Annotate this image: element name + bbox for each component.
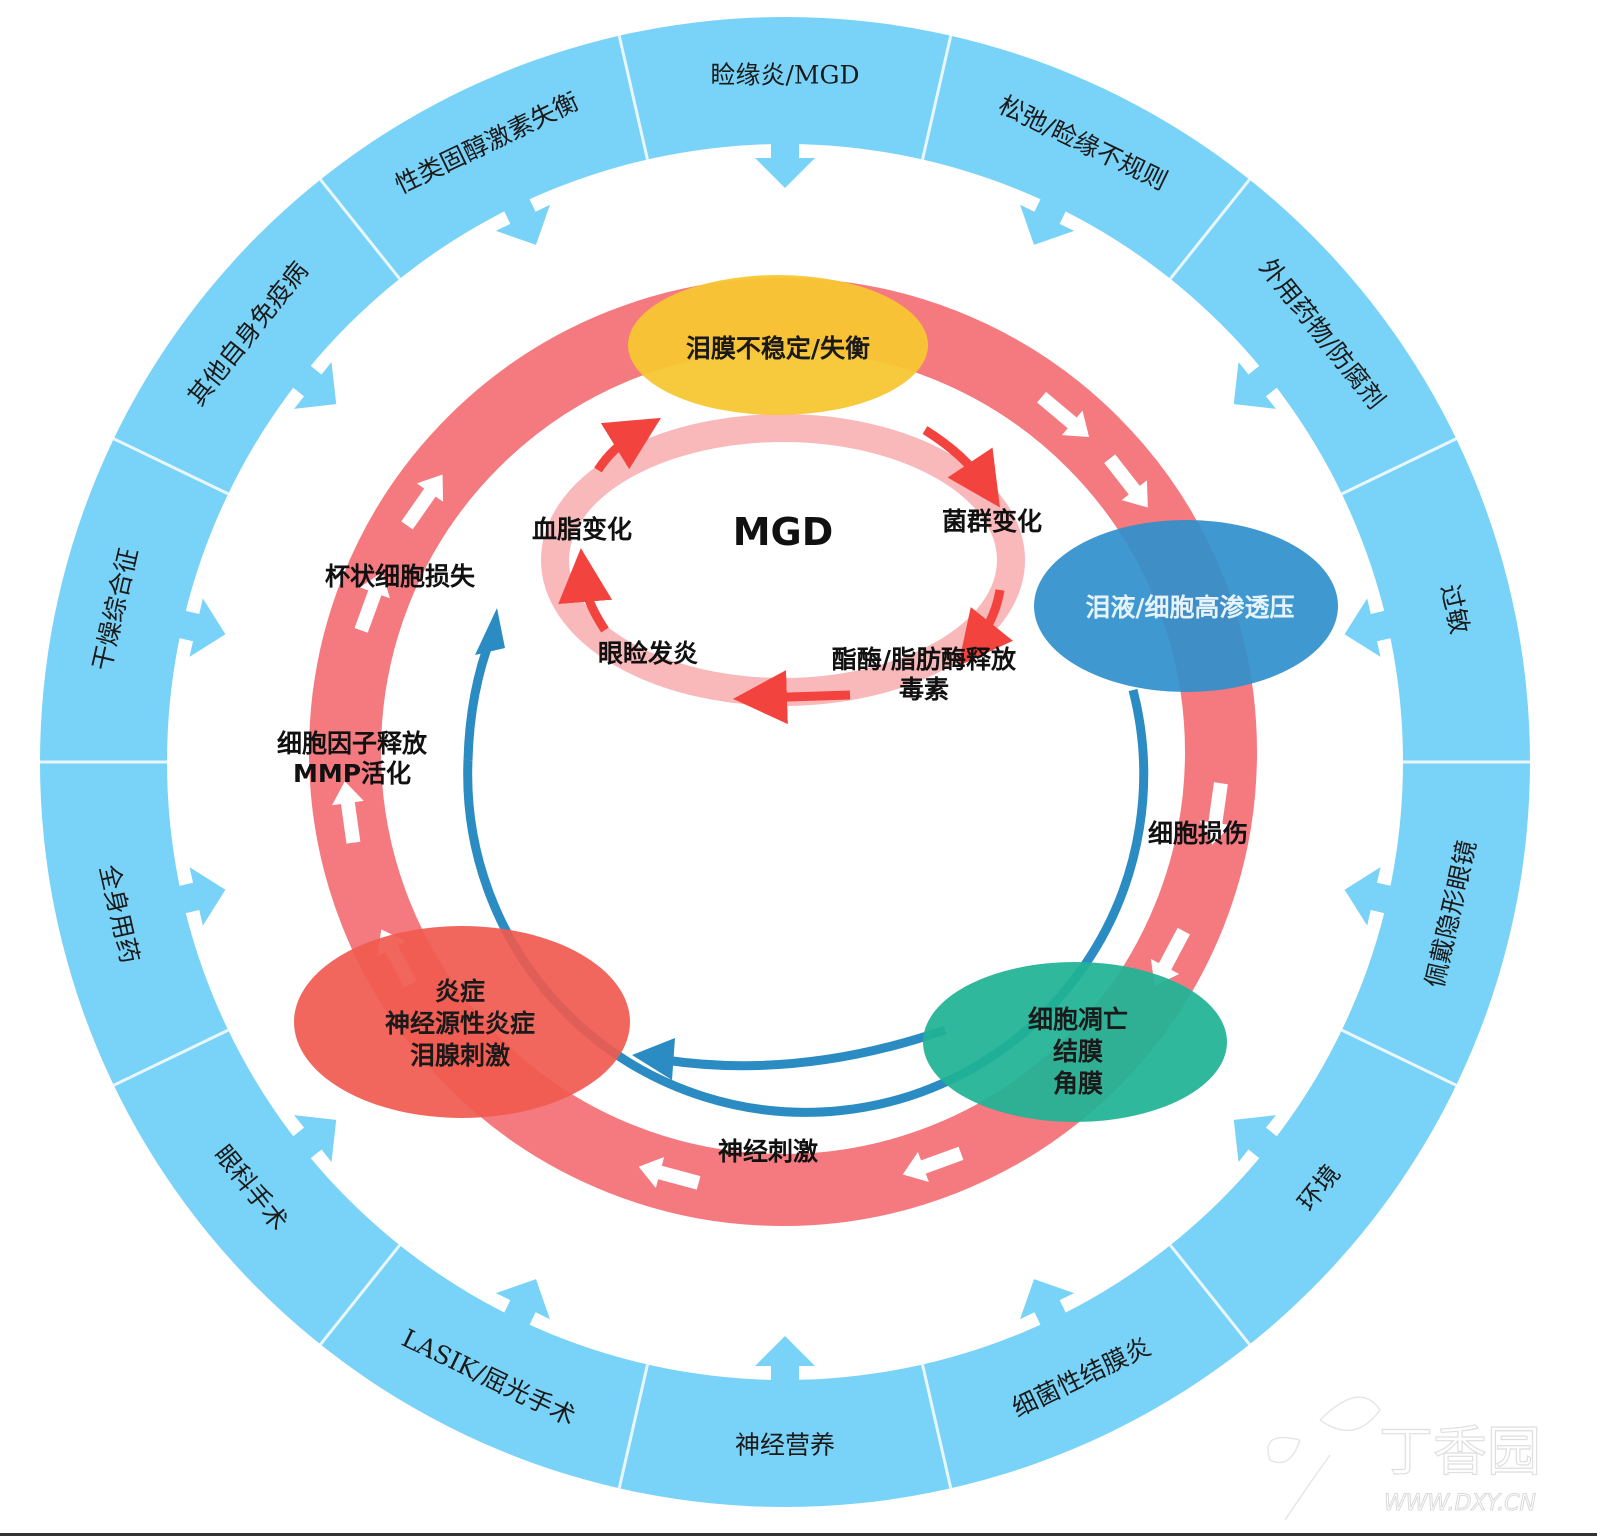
inward-arrow-icon <box>1233 360 1284 409</box>
segment-divider <box>617 35 649 160</box>
outer-factor-label: 睑缘炎/MGD <box>710 61 859 90</box>
inflammation-label-1: 炎症 <box>435 977 485 1006</box>
leaf-icon <box>1267 1396 1381 1521</box>
inward-arrow-icon <box>755 136 815 188</box>
apoptosis-label-2: 结膜 <box>1053 1037 1103 1066</box>
lipid-change-label: 血脂变化 <box>532 515 632 544</box>
segment-divider <box>1169 1244 1251 1346</box>
nerve-stimulation-label: 神经刺激 <box>718 1137 818 1166</box>
apoptosis-node <box>923 962 1227 1122</box>
cycle-arrow-icon <box>638 1157 701 1190</box>
cycle-arrow-icon <box>401 474 444 530</box>
mgd-cycle-arrows <box>558 417 1013 725</box>
segment-divider <box>921 1364 953 1489</box>
inward-arrow-icon <box>171 598 226 657</box>
main-cycle-arrows <box>332 391 1232 1190</box>
segment-divider <box>319 1244 401 1346</box>
toxin-label: 毒素 <box>899 675 949 704</box>
hyperosmolarity-label: 泪液/细胞高渗透压 <box>1085 593 1294 622</box>
cycle-arrow-icon <box>1199 782 1232 845</box>
inward-arrow-icon <box>171 867 226 926</box>
watermark-logo: 丁香园 WWW.DXY.CN <box>1267 1396 1542 1521</box>
watermark-brand: 丁香园 <box>1379 1420 1541 1483</box>
mgd-title: MGD <box>733 510 834 554</box>
cycle-arrow-icon <box>354 572 390 633</box>
inflammation-label-2: 神经源性炎症 <box>385 1009 535 1038</box>
eyelid-inflammation-label: 眼睑发炎 <box>598 639 698 668</box>
inward-arrow-icon <box>286 360 337 409</box>
inward-arrow-icon <box>1233 1115 1284 1164</box>
segment-divider <box>1341 437 1457 496</box>
apoptosis-label-1: 细胞凋亡 <box>1028 1005 1128 1034</box>
apoptosis-label-3: 角膜 <box>1053 1069 1103 1098</box>
cell-damage-label: 细胞损伤 <box>1148 819 1248 848</box>
segment-divider <box>1341 1028 1457 1087</box>
tear-film-label: 泪膜不稳定/失衡 <box>686 334 870 363</box>
outer-ring-band <box>40 17 1530 1507</box>
inward-arrow-icon <box>1344 867 1399 926</box>
outer-factor-label: 神经营养 <box>735 1431 835 1460</box>
cycle-arrow-icon <box>902 1146 964 1183</box>
cycle-arrow-icon <box>1037 391 1090 438</box>
inward-arrow-icon <box>755 1336 815 1388</box>
flora-change-label: 菌群变化 <box>942 507 1042 536</box>
blue-arrowhead-left <box>632 1038 675 1080</box>
cycle-arrow-icon <box>332 781 364 844</box>
segment-divider <box>921 35 953 160</box>
inward-arrow-icon <box>495 1279 550 1333</box>
watermark-url: WWW.DXY.CN <box>1384 1491 1536 1516</box>
goblet-loss-label: 杯状细胞损失 <box>325 562 476 591</box>
segment-divider <box>113 1028 229 1087</box>
inward-arrow-icon <box>286 1115 337 1164</box>
inward-arrow-icon <box>495 191 550 245</box>
cycle-arrow-icon <box>1150 927 1190 986</box>
enzyme-release-label: 酯酶/脂肪酶释放 <box>832 645 1017 674</box>
inward-arrow-icon <box>1020 191 1075 245</box>
cycle-arrow-icon <box>1104 454 1148 508</box>
segment-divider <box>319 178 401 280</box>
segment-divider <box>113 437 229 496</box>
blue-arrowhead-up <box>475 608 505 655</box>
cytokine-label-2: MMP活化 <box>293 759 411 788</box>
inflammation-node <box>294 926 630 1118</box>
hyperosmolarity-node <box>1034 520 1338 692</box>
tear-film-node <box>628 275 928 415</box>
outer-factor-ring: 睑缘炎/MGD松弛/睑缘不规则外用药物/防腐剂过敏佩戴隐形眼镜环境细菌性结膜炎神… <box>40 17 1530 1507</box>
cytokine-label-1: 细胞因子释放 <box>277 729 428 758</box>
inward-arrow-icon <box>1344 598 1399 657</box>
inward-arrow-icon <box>1020 1279 1075 1333</box>
segment-divider <box>1169 178 1251 280</box>
segment-divider <box>617 1364 649 1489</box>
inflammation-label-3: 泪腺刺激 <box>410 1041 510 1070</box>
